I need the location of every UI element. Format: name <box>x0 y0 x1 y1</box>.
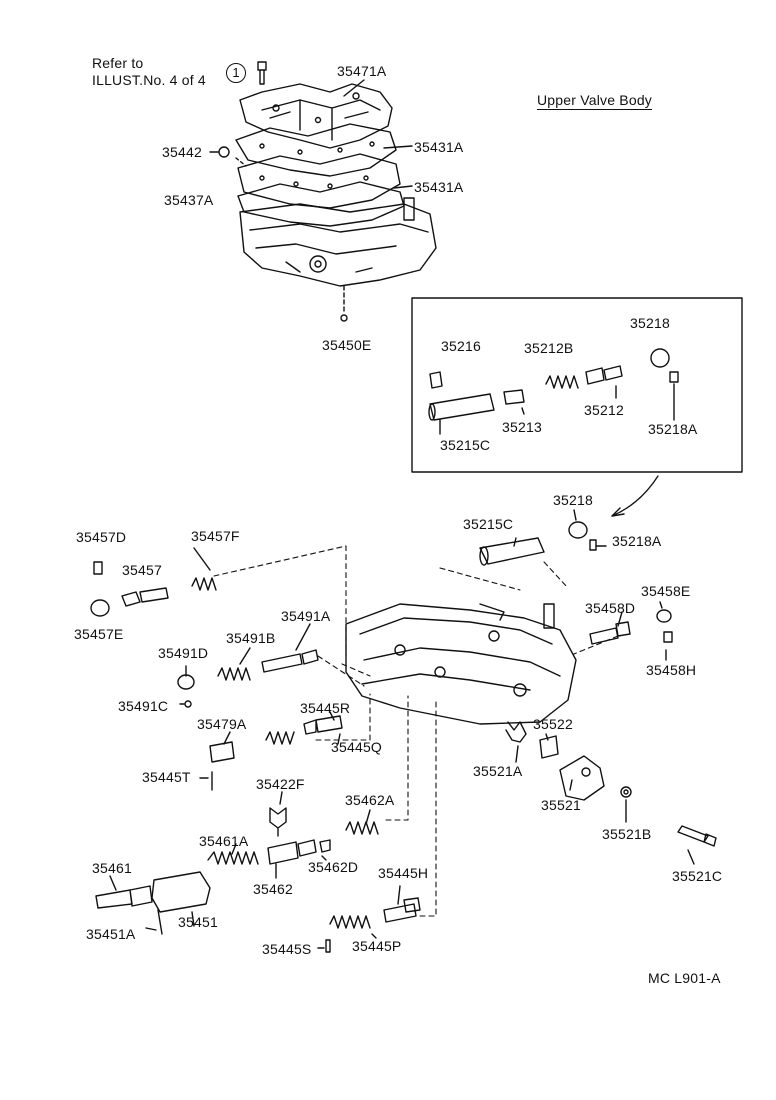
part-label-35491C: 35491C <box>118 698 169 714</box>
part-label-35521A: 35521A <box>473 763 523 779</box>
part-label-35521B: 35521B <box>602 826 652 842</box>
part-label-35422F: 35422F <box>256 776 305 792</box>
pin-icon <box>669 371 679 383</box>
part-label-35218A: 35218A <box>612 533 662 549</box>
part-label-35212B: 35212B <box>524 340 574 356</box>
part-label-35462: 35462 <box>253 881 293 897</box>
separator-plate <box>237 153 401 209</box>
check-ball-icon <box>218 146 230 158</box>
upper-valve-body <box>239 203 437 287</box>
lower-valve-body <box>345 603 577 725</box>
part-label-35445T: 35445T <box>142 769 191 785</box>
upper-cover-plate <box>239 83 393 149</box>
part-label-35521: 35521 <box>541 797 581 813</box>
part-label-35445P: 35445P <box>352 938 402 954</box>
retainer-icon <box>429 371 443 389</box>
part-label-35479A: 35479A <box>197 716 247 732</box>
part-label-35437A: 35437A <box>164 192 214 208</box>
part-label-35218: 35218 <box>553 492 593 508</box>
part-label-35491D: 35491D <box>158 645 209 661</box>
part-label-35215C: 35215C <box>463 516 514 532</box>
plug-icon <box>503 389 525 405</box>
diagram-title: Upper Valve Body <box>537 92 653 110</box>
part-label-35491B: 35491B <box>226 630 276 646</box>
reference-note-line2: ILLUST.No. 4 of 4 <box>92 72 206 88</box>
part-label-35451: 35451 <box>178 914 218 930</box>
sleeve-icon <box>429 393 495 421</box>
valve-icon <box>585 365 623 385</box>
part-label-35445S: 35445S <box>262 941 312 957</box>
part-label-35450E: 35450E <box>322 337 372 353</box>
part-label-35218-inset: 35218 <box>630 315 670 331</box>
part-label-35431A-upper: 35431A <box>414 139 464 155</box>
part-label-35218A-inset: 35218A <box>648 421 698 437</box>
part-label-35461: 35461 <box>92 860 132 876</box>
part-label-35471A: 35471A <box>337 63 387 79</box>
bolt-icon <box>257 61 267 85</box>
part-label-35215C-inset: 35215C <box>440 437 491 453</box>
reference-circle-badge: 1 <box>226 63 246 83</box>
part-label-35457: 35457 <box>122 562 162 578</box>
part-label-35445R: 35445R <box>300 700 351 716</box>
part-label-35216: 35216 <box>441 338 481 354</box>
figure-code: MC L901-A <box>648 970 721 986</box>
spring-icon <box>545 375 579 389</box>
diagram-title-text: Upper Valve Body <box>537 92 653 110</box>
part-label-35213: 35213 <box>502 419 542 435</box>
part-label-35462A: 35462A <box>345 792 395 808</box>
part-label-35457E: 35457E <box>74 626 124 642</box>
part-label-35431A-lower: 35431A <box>414 179 464 195</box>
reference-note-line1: Refer to <box>92 55 144 71</box>
part-label-35451A: 35451A <box>86 926 136 942</box>
part-label-35445H: 35445H <box>378 865 429 881</box>
part-label-35461A: 35461A <box>199 833 249 849</box>
part-label-35462D: 35462D <box>308 859 359 875</box>
upper-valve-body-assembly <box>209 61 437 322</box>
part-label-35212: 35212 <box>584 402 624 418</box>
left-parts <box>90 509 717 953</box>
part-label-35458D: 35458D <box>585 600 636 616</box>
part-label-35521C: 35521C <box>672 868 723 884</box>
part-label-35457D: 35457D <box>76 529 127 545</box>
part-label-35458H: 35458H <box>646 662 697 678</box>
inset-parts <box>428 348 679 435</box>
gasket-upper <box>235 123 397 177</box>
part-label-35491A: 35491A <box>281 608 331 624</box>
part-label-35442: 35442 <box>162 144 202 160</box>
part-label-35522: 35522 <box>533 716 573 732</box>
inset-detail-box <box>411 297 743 473</box>
part-label-35457F: 35457F <box>191 528 240 544</box>
part-label-35445Q: 35445Q <box>331 739 383 755</box>
plug-icon <box>340 314 348 322</box>
part-label-35458E: 35458E <box>641 583 691 599</box>
sleeve-icon <box>650 348 670 368</box>
